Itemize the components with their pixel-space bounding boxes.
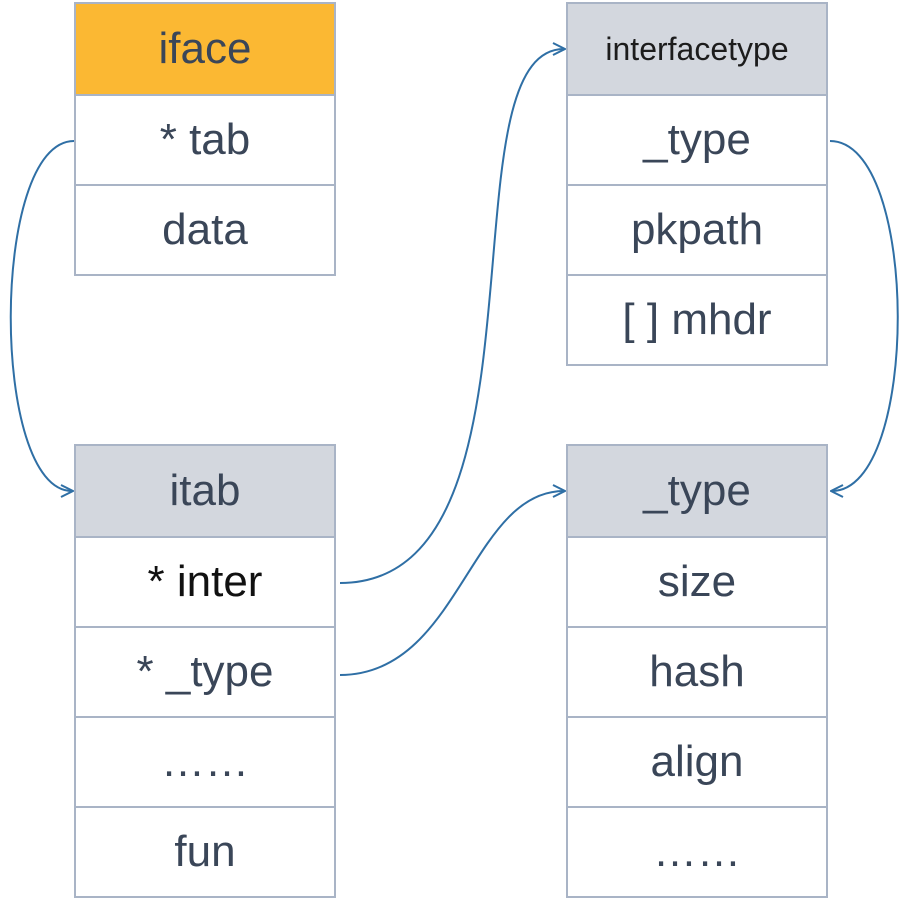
itab-table: itab * inter * _type …… fun (74, 444, 336, 898)
iface-row-tab: * tab (76, 94, 334, 184)
itab-row-fun: fun (76, 806, 334, 896)
interfacetype-header: interfacetype (568, 4, 826, 94)
arrow-interfacetype-type-to-type (830, 140, 899, 491)
iface-header: iface (76, 4, 334, 94)
interfacetype-row-type: _type (568, 94, 826, 184)
type-row-size: size (568, 536, 826, 626)
type-row-ellipsis: …… (568, 806, 826, 896)
iface-table: iface * tab data (74, 2, 336, 276)
itab-row-type: * _type (76, 626, 334, 716)
itab-header: itab (76, 446, 334, 536)
type-row-align: align (568, 716, 826, 806)
arrow-type-to-type (339, 491, 564, 676)
type-header: _type (568, 446, 826, 536)
arrow-tab-to-itab (9, 140, 74, 491)
itab-row-inter: * inter (76, 536, 334, 626)
type-table: _type size hash align …… (566, 444, 828, 898)
arrow-inter-to-interfacetype (339, 49, 564, 584)
interfacetype-row-pkpath: pkpath (568, 184, 826, 274)
iface-row-data: data (76, 184, 334, 274)
interfacetype-table: interfacetype _type pkpath [ ] mhdr (566, 2, 828, 366)
type-row-hash: hash (568, 626, 826, 716)
itab-row-ellipsis: …… (76, 716, 334, 806)
interfacetype-row-mhdr: [ ] mhdr (568, 274, 826, 364)
